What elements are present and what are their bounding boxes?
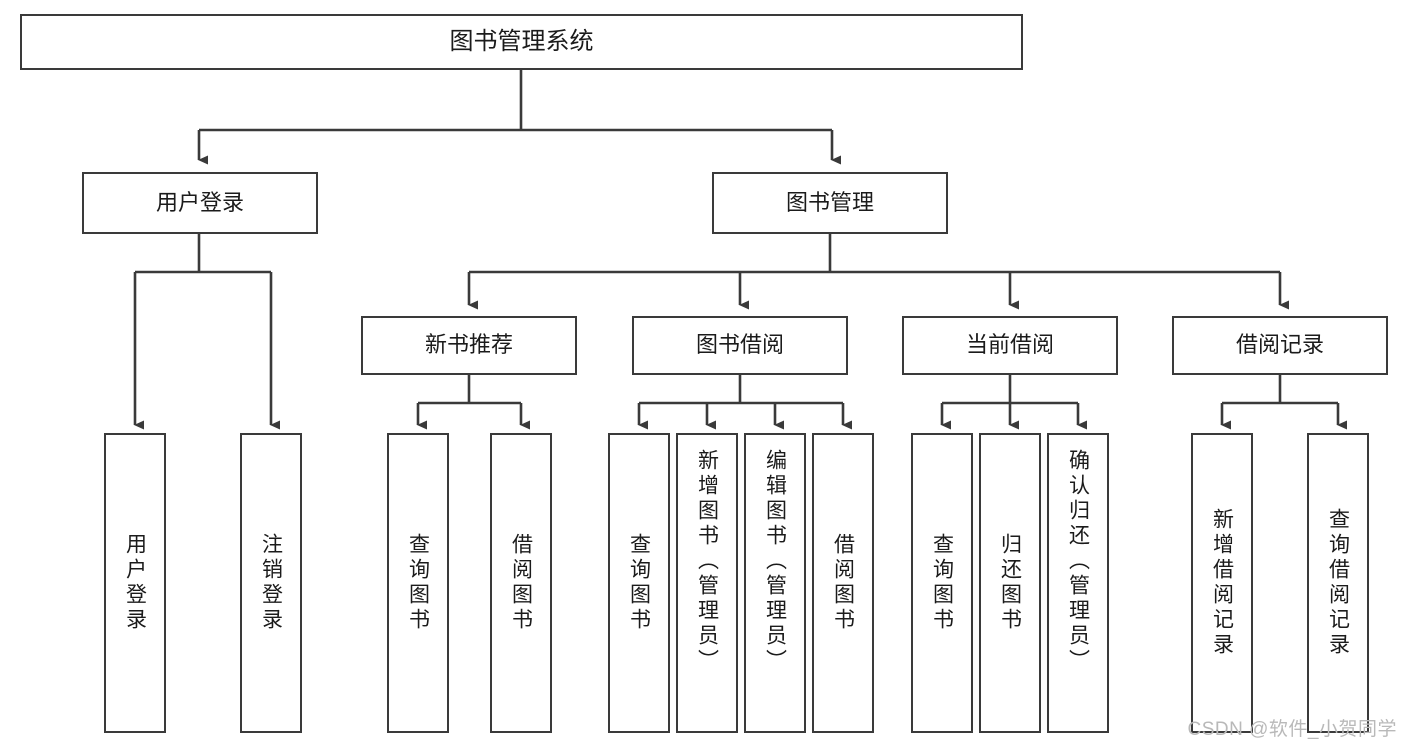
node-label: 图书借阅 [695,332,784,358]
node-new-book-recommend[interactable]: 新书推荐 [361,316,577,375]
leaf-book-borrow-borrow[interactable]: 借阅图书 [812,433,874,733]
node-label: 借阅图书 [509,533,533,633]
node-book-borrow[interactable]: 图书借阅 [632,316,848,375]
leaf-book-borrow-add[interactable]: 新增图书（管理员） [676,433,738,733]
node-label: 新书推荐 [424,332,513,358]
leaf-current-borrow-query[interactable]: 查询图书 [911,433,973,733]
leaf-new-book-query[interactable]: 查询图书 [387,433,449,733]
node-label: 借阅记录 [1235,332,1324,358]
node-label: 查询图书 [406,533,430,633]
node-label: 查询借阅记录 [1326,508,1350,658]
leaf-current-borrow-confirm-return[interactable]: 确认归还（管理员） [1047,433,1109,733]
leaf-new-book-borrow[interactable]: 借阅图书 [490,433,552,733]
node-label: 用户登录 [123,533,147,633]
node-label: 借阅图书 [831,533,855,633]
node-book-management[interactable]: 图书管理 [712,172,948,234]
leaf-user-login-login[interactable]: 用户登录 [104,433,166,733]
node-borrow-record[interactable]: 借阅记录 [1172,316,1388,375]
node-label: 用户登录 [155,189,244,215]
leaf-book-borrow-edit[interactable]: 编辑图书（管理员） [744,433,806,733]
node-label: 确认归还（管理员） [1066,449,1090,674]
node-label: 新增图书（管理员） [695,449,719,674]
leaf-current-borrow-return[interactable]: 归还图书 [979,433,1041,733]
leaf-borrow-record-query[interactable]: 查询借阅记录 [1307,433,1369,733]
node-label: 图书管理系统 [449,28,594,56]
node-current-borrow[interactable]: 当前借阅 [902,316,1118,375]
node-label: 查询图书 [930,533,954,633]
leaf-borrow-record-add[interactable]: 新增借阅记录 [1191,433,1253,733]
node-label: 查询图书 [627,533,651,633]
leaf-user-login-logout[interactable]: 注销登录 [240,433,302,733]
watermark-text: CSDN @软件_小贺同学 [1187,719,1397,740]
node-user-login[interactable]: 用户登录 [82,172,318,234]
node-label: 当前借阅 [965,332,1054,358]
node-label: 编辑图书（管理员） [763,449,787,674]
leaf-book-borrow-query[interactable]: 查询图书 [608,433,670,733]
node-label: 归还图书 [998,533,1022,633]
node-label: 图书管理 [785,189,874,215]
node-label: 新增借阅记录 [1210,508,1234,658]
node-label: 注销登录 [259,533,283,633]
node-root-system[interactable]: 图书管理系统 [20,14,1023,70]
